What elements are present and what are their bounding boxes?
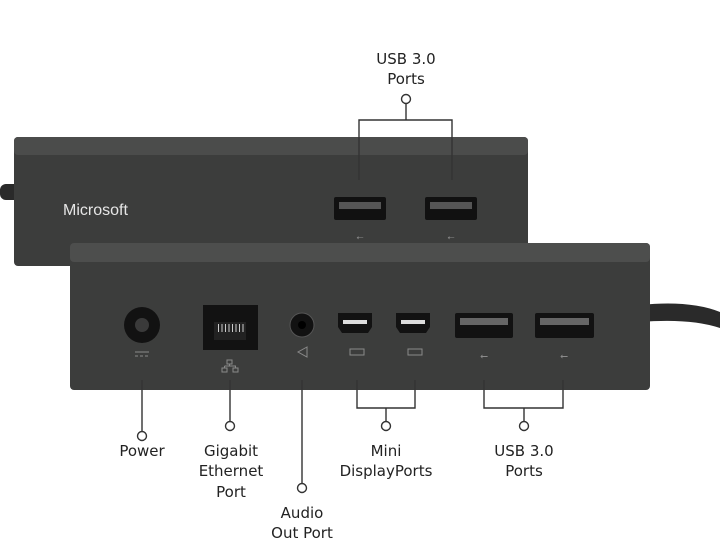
usb-icon: ⭠ — [447, 233, 454, 243]
usb-icon: ⭠ — [480, 351, 488, 362]
mini-displayport — [338, 313, 372, 356]
audio-port — [289, 312, 315, 358]
callout-lines — [136, 93, 564, 494]
microsoft-logo-text: Microsoft — [63, 202, 128, 219]
usb-icon: ⭠ — [356, 233, 363, 243]
usb-port: ⭠ — [535, 313, 594, 362]
display-icon — [349, 348, 365, 356]
usb-icon: ⭠ — [560, 351, 568, 362]
network-icon — [221, 359, 239, 373]
speaker-icon — [296, 346, 308, 358]
front-cable — [640, 303, 720, 328]
dc-power-icon — [135, 351, 149, 357]
mini-displayport — [396, 313, 430, 356]
usb-port: ⭠ — [455, 313, 513, 362]
power-port — [124, 307, 160, 357]
front-dock-unit: ⭠ ⭠ — [70, 243, 650, 390]
power-label: Power — [119, 442, 165, 460]
ethernet-port — [203, 305, 258, 373]
back-dock-unit: Microsoft ⭠ ⭠ — [14, 137, 528, 266]
display-icon — [407, 348, 423, 356]
